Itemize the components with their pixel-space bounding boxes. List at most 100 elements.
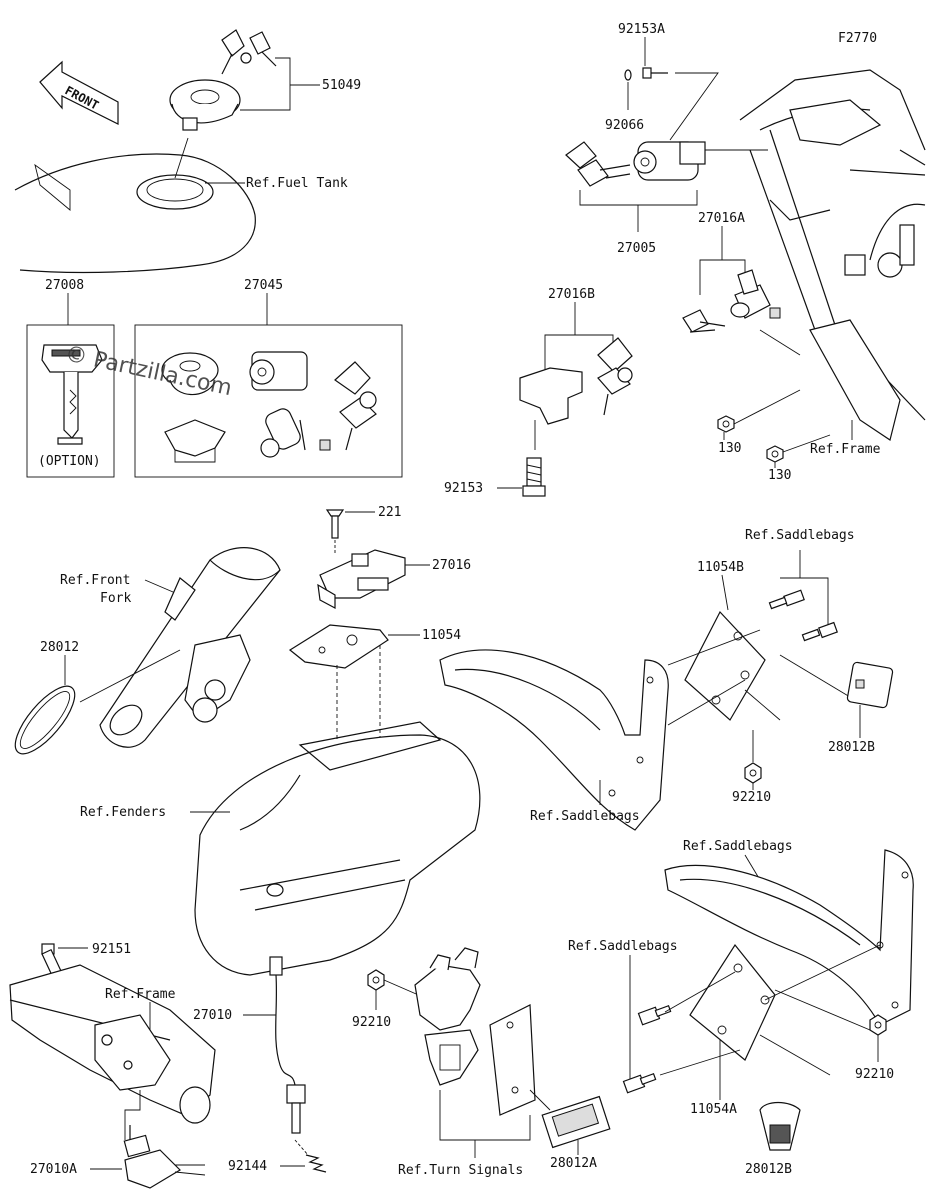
nut-92210a-icon <box>744 762 762 784</box>
keys-27016a-icon <box>682 309 726 333</box>
rear-fender-illustration <box>194 721 481 976</box>
frame-illustration <box>739 69 926 441</box>
ref-fuel-tank: Ref.Fuel Tank <box>246 176 348 191</box>
leader-28012a-plate <box>529 1089 551 1111</box>
bracket-27005 <box>579 190 698 206</box>
rear-frame-illustration <box>9 964 216 1124</box>
callout-92153a: 92153A <box>618 22 665 37</box>
screw-92153a-icon <box>642 67 668 79</box>
callout-28012a: 28012A <box>550 1156 597 1171</box>
callout-92210c: 92210 <box>855 1067 894 1082</box>
leader-27010a-frame <box>124 1090 141 1140</box>
leader-plate-frame-1 <box>764 944 881 1001</box>
callout-92210b: 92210 <box>352 1015 391 1030</box>
plate-11054-icon <box>288 624 389 669</box>
fuel-cap-icon <box>169 79 241 131</box>
leader-screw-path <box>669 72 719 141</box>
fuel-cap-keys-icon <box>221 29 277 75</box>
figure-code: F2770 <box>838 31 877 46</box>
reflector-28012a-icon <box>541 1095 611 1149</box>
set-ignition-icon <box>249 351 308 391</box>
callout-11054b: 11054B <box>697 560 744 575</box>
leader-130b-frame <box>782 434 831 453</box>
leader-saddlebags-3 <box>744 854 761 881</box>
leader-130a-frame <box>733 389 801 425</box>
front-arrow-icon: FRONT <box>39 60 119 125</box>
callout-27016: 27016 <box>432 558 471 573</box>
axis-92144 <box>294 1139 309 1156</box>
leader-11054b <box>721 574 729 611</box>
washer-92066-icon <box>624 69 632 81</box>
leader-plate-frame-2 <box>774 989 871 1031</box>
saddlebag-bracket-bottom-illustration <box>664 849 914 1026</box>
callout-92066: 92066 <box>605 118 644 133</box>
leader-fuel-cap <box>174 137 189 179</box>
ref-front-fork: Ref.Front <box>60 573 130 588</box>
leader-28012b-top <box>779 654 856 701</box>
set-lock-icon <box>260 408 331 458</box>
leader-bracket-top-2 <box>667 679 746 726</box>
bracket-27016b-icon <box>519 367 583 425</box>
bolt-saddlebags-1b-icon <box>801 621 838 642</box>
callout-130a: 130 <box>718 441 741 456</box>
ref-front-fork-2: Fork <box>100 591 131 606</box>
ref-frame-top: Ref.Frame <box>810 442 881 457</box>
nut-92210b-icon <box>367 969 385 991</box>
watermark: © Partzilla.com <box>63 341 234 401</box>
leader-92210a-plate <box>744 689 781 721</box>
bolt-92153-icon <box>522 457 546 497</box>
front-fork-illustration <box>99 547 281 748</box>
callout-27010: 27010 <box>193 1008 232 1023</box>
leader-28012-fork <box>79 649 181 703</box>
plate-11054b-icon <box>684 610 766 721</box>
callout-92144: 92144 <box>228 1159 267 1174</box>
reflector-28012b-bottom-icon <box>759 1101 801 1151</box>
callout-27016b: 27016B <box>548 287 595 302</box>
callout-11054a: 11054A <box>690 1102 737 1117</box>
set-bracket-icon <box>164 419 226 463</box>
set-box-27045 <box>134 324 403 478</box>
reflector-28012b-top-icon <box>846 661 894 709</box>
reflector-28012-icon <box>14 685 76 755</box>
nut-92210c-icon <box>869 1014 887 1036</box>
leader-51049 <box>240 57 291 111</box>
ref-fenders: Ref.Fenders <box>80 805 166 820</box>
set-fuel-cap-icon <box>161 352 219 396</box>
callout-28012: 28012 <box>40 640 79 655</box>
nut-130a-icon <box>717 415 735 433</box>
harness-27010-icon <box>269 956 306 1134</box>
ref-turn-signals: Ref.Turn Signals <box>398 1163 523 1178</box>
plate-28012a-mount-icon <box>489 1004 536 1116</box>
callout-28012b-bottom: 28012B <box>745 1162 792 1177</box>
switch-27010a-icon <box>123 1125 206 1189</box>
screw-221-icon <box>325 509 345 539</box>
option-key-icon <box>41 344 103 445</box>
callout-27008: 27008 <box>45 278 84 293</box>
leader-27016a-frame <box>759 329 801 356</box>
leader-plate-bolt-a <box>664 971 736 1013</box>
key-box-27008 <box>26 324 115 478</box>
keys-27016b-icon <box>597 337 633 416</box>
ref-saddlebags-4: Ref.Saddlebags <box>568 939 678 954</box>
ref-saddlebags-1: Ref.Saddlebags <box>745 528 855 543</box>
callout-92210a: 92210 <box>732 790 771 805</box>
leader-bracket-top-1 <box>667 629 761 666</box>
ref-frame-bottom: Ref.Frame <box>105 987 176 1002</box>
ref-saddlebags-3: Ref.Saddlebags <box>683 839 793 854</box>
plate-11054a-icon <box>689 943 776 1061</box>
bolt-saddlebags-4b-icon <box>622 1073 657 1094</box>
callout-221: 221 <box>378 505 401 520</box>
fuel-tank-illustration <box>14 153 256 274</box>
callout-27016a: 27016A <box>698 211 745 226</box>
callout-51049: 51049 <box>322 78 361 93</box>
turn-signal-mount-illustration <box>414 947 481 1086</box>
set-keys-icon <box>334 361 377 451</box>
callout-27045: 27045 <box>244 278 283 293</box>
ignition-switch-icon <box>633 141 706 181</box>
spring-92144-icon <box>305 1154 327 1173</box>
ignition-keys-icon <box>565 141 631 187</box>
bolt-saddlebags-1a-icon <box>768 589 805 610</box>
callout-11054: 11054 <box>422 628 461 643</box>
option-note: (OPTION) <box>38 454 101 469</box>
